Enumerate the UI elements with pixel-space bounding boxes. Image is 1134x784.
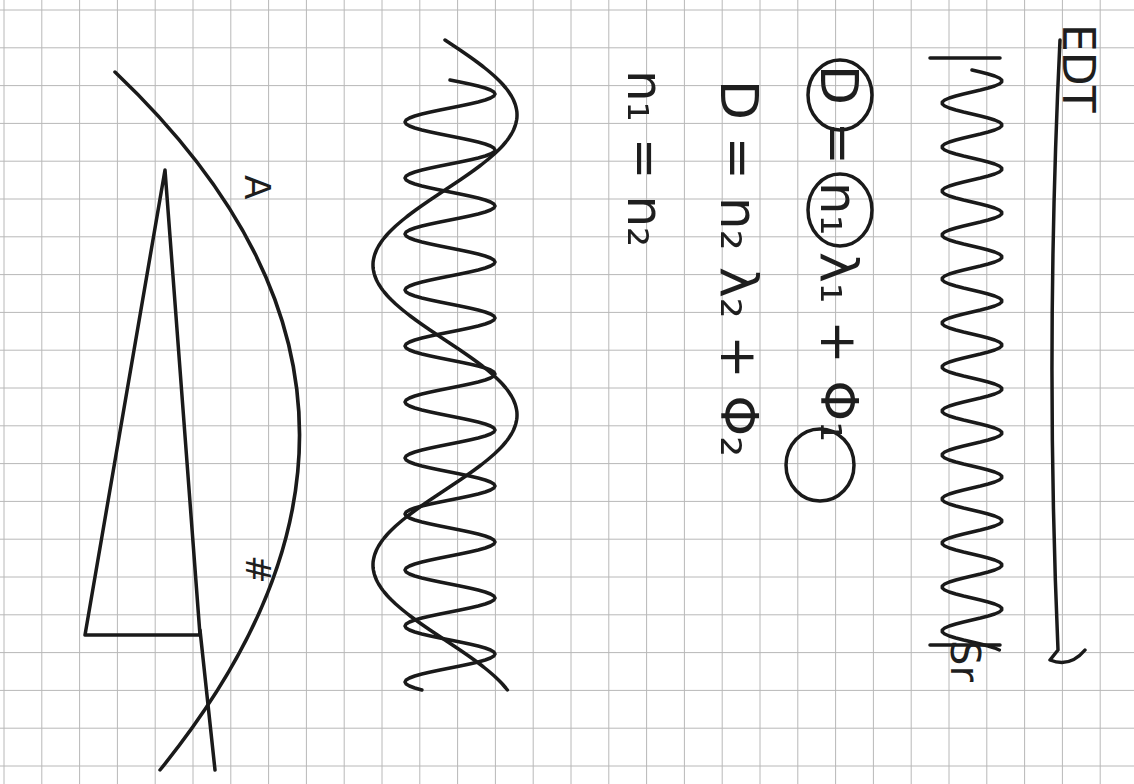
end-bar (930, 58, 1000, 645)
handwritten-label: Sr (945, 640, 985, 682)
dense-wave (405, 80, 495, 690)
arc-curve (115, 72, 300, 770)
long-wave (373, 40, 517, 690)
handwritten-label: A (239, 175, 275, 200)
handwritten-label: D = n₂ λ₂ + Φ₂ (713, 80, 765, 457)
handwritten-label: n₁ = n₂ (620, 70, 670, 247)
long-arrow (1050, 40, 1085, 662)
handwritten-label: D = n₁ λ₁ + Φ₁ (813, 65, 865, 442)
triangle (85, 170, 200, 635)
wave-coil (942, 70, 1001, 650)
handwritten-label: # (241, 555, 275, 584)
axis-line (200, 630, 215, 770)
handwritten-label: EDT (1056, 24, 1100, 113)
